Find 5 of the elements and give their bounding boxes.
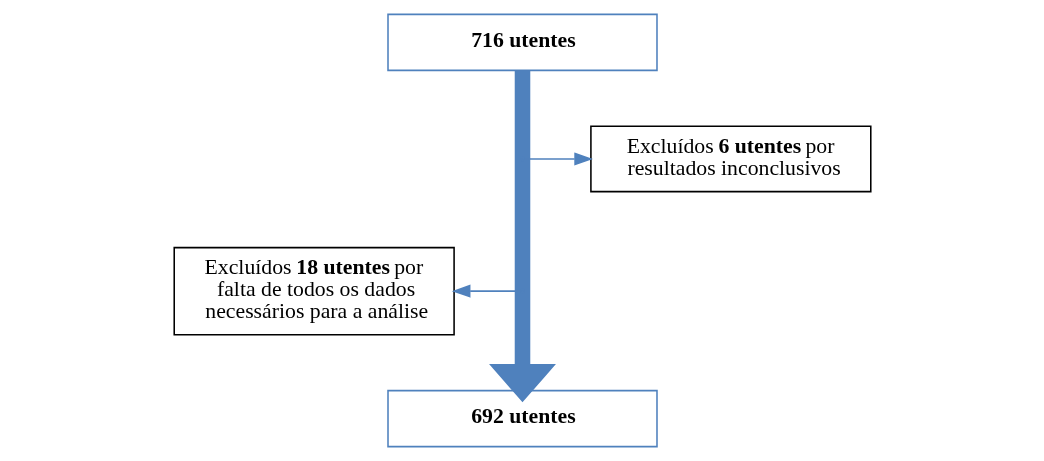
node-box: Excluídos 6 utentes por resultados inconclusivos (589, 125, 872, 193)
node-box: Excluídos 18 utentes por falta de todos os dados necessários para a análise (172, 246, 455, 336)
node-box: 716 utentes (386, 13, 658, 72)
arrow (488, 70, 556, 403)
node-box: 692 utentes (386, 389, 658, 448)
